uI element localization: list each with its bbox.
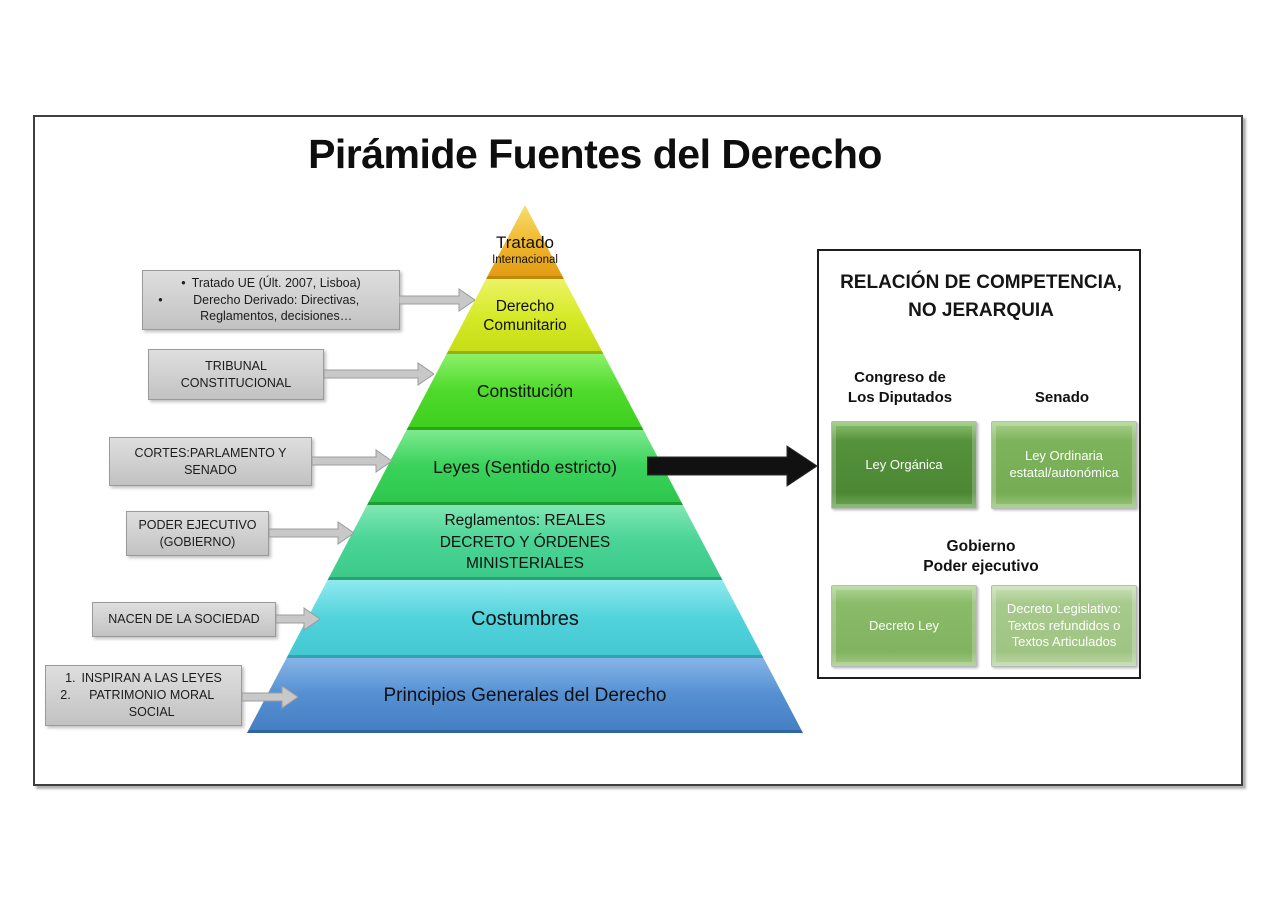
- callout-arrow-icon: [324, 362, 434, 386]
- callout-cortes: CORTES:PARLAMENTO Y SENADO: [109, 437, 312, 486]
- header-senado: Senado: [1034, 388, 1090, 406]
- box-ley-ordinaria: Ley Ordinaria estatal/autonómica: [991, 421, 1137, 509]
- number-marker: 1.: [65, 671, 76, 686]
- callout-arrow-icon: [312, 449, 392, 473]
- callout-tribunal-constitucional: TRIBUNAL CONSTITUCIONAL: [148, 349, 324, 400]
- pyramid-band-principios: [247, 658, 803, 733]
- slide: Pirámide Fuentes del Derecho Tratado Int…: [33, 115, 1243, 786]
- callout-principios-notas: 1. INSPIRAN A LAS LEYES 2. PATRIMONIO MO…: [45, 665, 242, 726]
- callout-list-item: • Derecho Derivado: Directivas, Reglamen…: [151, 292, 391, 326]
- pyramid-band-tratado: [247, 205, 803, 279]
- box-decreto-legislativo: Decreto Legislativo: Textos refundidos o…: [991, 585, 1137, 667]
- callout-list-item: • Tratado UE (Últ. 2007, Lisboa): [151, 275, 391, 292]
- callout-text: Tratado UE (Últ. 2007, Lisboa): [191, 275, 361, 290]
- header-gobierno: Gobierno Poder ejecutivo: [923, 537, 1039, 575]
- chamber-headers: Congreso de Los Diputados Senado: [819, 355, 1143, 411]
- page-title: Pirámide Fuentes del Derecho: [308, 131, 882, 177]
- box-ley-organica: Ley Orgánica: [831, 421, 977, 509]
- pyramid-band-costumbres: [247, 580, 803, 658]
- bullet-marker: •: [181, 275, 186, 290]
- callout-text: Derecho Derivado: Directivas, Reglamento…: [193, 292, 360, 324]
- emphasis-arrow-icon: [647, 445, 817, 487]
- callout-tratado-ue: • Tratado UE (Últ. 2007, Lisboa) • Derec…: [142, 270, 400, 330]
- callout-list-item: 1. INSPIRAN A LAS LEYES: [54, 670, 233, 687]
- bullet-marker: •: [158, 292, 163, 307]
- callout-arrow-icon: [269, 521, 354, 545]
- competence-panel: RELACIÓN DE COMPETENCIA, NO JERARQUIA Co…: [817, 249, 1141, 679]
- competence-panel-title: RELACIÓN DE COMPETENCIA, NO JERARQUIA: [840, 272, 1122, 321]
- callout-nacen-sociedad: NACEN DE LA SOCIEDAD: [92, 602, 276, 637]
- box-decreto-ley: Decreto Ley: [831, 585, 977, 667]
- number-marker: 2.: [60, 688, 71, 703]
- callout-text: PATRIMONIO MORAL SOCIAL: [89, 688, 215, 719]
- header-congreso: Congreso de Los Diputados: [847, 369, 953, 406]
- callout-arrow-icon: [242, 685, 298, 709]
- callout-list-item: 2. PATRIMONIO MORAL SOCIAL: [54, 687, 233, 721]
- callout-arrow-icon: [276, 607, 320, 631]
- callout-arrow-icon: [399, 288, 475, 312]
- callout-poder-ejecutivo: PODER EJECUTIVO (GOBIERNO): [126, 511, 269, 556]
- callout-text: INSPIRAN A LAS LEYES: [81, 671, 222, 686]
